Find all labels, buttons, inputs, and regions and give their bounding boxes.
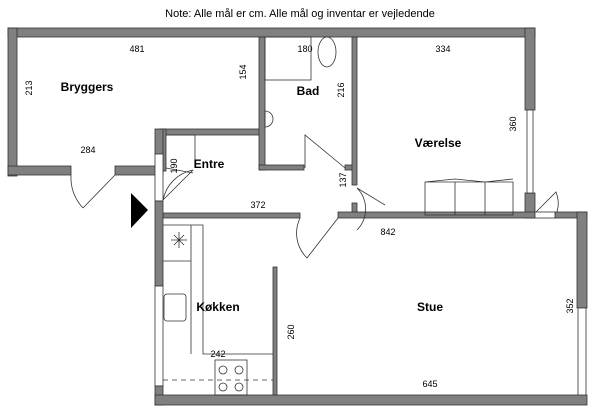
kitchen-sink-icon (163, 293, 187, 322)
dim-stue-height: 352 (565, 298, 575, 313)
toilet-icon (317, 36, 337, 68)
wall-stue-right-a (576, 211, 588, 309)
fan-icon (171, 232, 187, 248)
wall-vaerelse-right-a (524, 27, 536, 111)
dim-bryggers-height: 213 (24, 80, 34, 95)
dim-stue-top: 842 (380, 227, 395, 237)
dim-vaerelse-height: 360 (508, 116, 518, 131)
door-bad (304, 134, 346, 169)
wall-bryggers-bottom-a (7, 165, 72, 176)
doors (70, 134, 559, 259)
wall-bad-left (258, 36, 266, 171)
window-koekken (154, 285, 164, 387)
door-bryggers (70, 174, 116, 209)
stove (214, 359, 248, 396)
room-bad: Bad (297, 84, 320, 98)
dim-entre-width: 372 (250, 200, 265, 210)
entrance-door (154, 153, 164, 202)
dim-bryggers-bottom: 284 (80, 145, 95, 155)
dim-koekken-width: 242 (210, 349, 225, 359)
dim-koekken-height: 260 (286, 324, 296, 339)
dim-entre-height: 190 (169, 158, 179, 173)
wall-entre-left-a (154, 128, 164, 155)
wall-bad-vaerelse (351, 36, 358, 186)
room-vaerelse: Værelse (415, 136, 462, 150)
plan-note: Note: Alle mål er cm. Alle mål og invent… (165, 8, 435, 20)
wall-bad-bottom-a (258, 164, 305, 171)
window-stue (577, 307, 587, 399)
dim-stue-bottom: 645 (422, 379, 437, 389)
wardrobe (424, 178, 514, 216)
closet (165, 134, 196, 174)
wall-entre-bottom (162, 212, 301, 219)
fixtures (163, 36, 514, 396)
wall-koekken-stue (272, 266, 278, 396)
wall-left-bryggers (7, 27, 18, 177)
stove-burners-icon (218, 365, 244, 392)
door-stue (296, 217, 339, 259)
dim-vaerelse-width: 334 (435, 44, 450, 54)
room-stue: Stue (417, 300, 443, 314)
walls (7, 27, 588, 406)
dim-bad-width: 180 (297, 44, 312, 54)
wall-entre-left-b (154, 200, 164, 287)
shower (264, 36, 312, 81)
door-balcony (535, 191, 559, 213)
dim-bryggers-side: 154 (238, 64, 248, 79)
room-bryggers: Bryggers (61, 80, 114, 94)
door-vaerelse (356, 187, 386, 231)
wall-bottom (154, 394, 588, 406)
dim-bryggers-width: 481 (129, 44, 144, 54)
labels: Bryggers 481 213 154 284 Bad 180 216 Vær… (24, 44, 575, 389)
door-entre-closet (162, 169, 194, 201)
room-entre: Entre (194, 157, 225, 171)
entrance-arrow-icon (131, 193, 148, 228)
wall-top (7, 27, 536, 38)
wall-bryggers-entre (159, 128, 265, 136)
window-vaerelse (526, 109, 534, 194)
room-koekken: Køkken (196, 300, 239, 314)
dim-bad-height: 216 (336, 82, 346, 97)
kitchen-counter (163, 224, 273, 355)
dim-entre-side: 137 (338, 172, 348, 187)
sink-icon (264, 110, 274, 128)
